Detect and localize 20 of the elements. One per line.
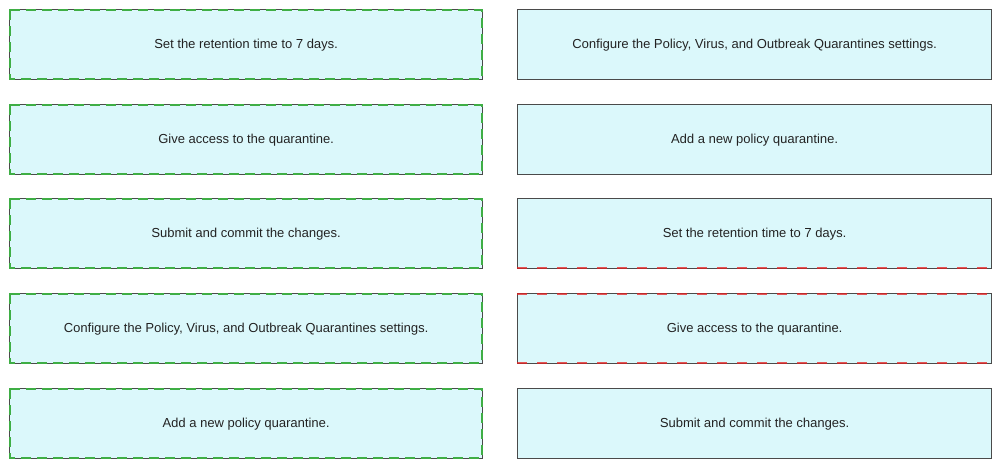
answer-box — [9, 9, 483, 80]
answer-box — [517, 104, 992, 175]
step-text: Set the retention time to 7 days. — [662, 225, 848, 242]
step-text: Configure the Policy, Virus, and Outbreak Quarantines settings. — [571, 36, 938, 53]
step-text: Submit and commit the changes. — [658, 415, 850, 432]
answer-box — [9, 388, 483, 459]
step-text: Configure the Policy, Virus, and Outbreak Quarantines settings. — [62, 320, 430, 337]
step-text: Submit and commit the changes. — [150, 225, 342, 242]
step-text: Add a new policy quarantine. — [162, 415, 330, 432]
step-text: Give access to the quarantine. — [666, 320, 844, 337]
step-text: Give access to the quarantine. — [157, 131, 335, 148]
step-text: Add a new policy quarantine. — [670, 131, 839, 148]
answer-box — [517, 198, 992, 269]
step-text: Set the retention time to 7 days. — [153, 36, 339, 53]
answer-box — [9, 104, 483, 175]
answer-box — [9, 198, 483, 269]
answer-box — [517, 388, 992, 459]
answer-box — [517, 293, 992, 364]
answer-box — [9, 293, 483, 364]
answer-box — [517, 9, 992, 80]
